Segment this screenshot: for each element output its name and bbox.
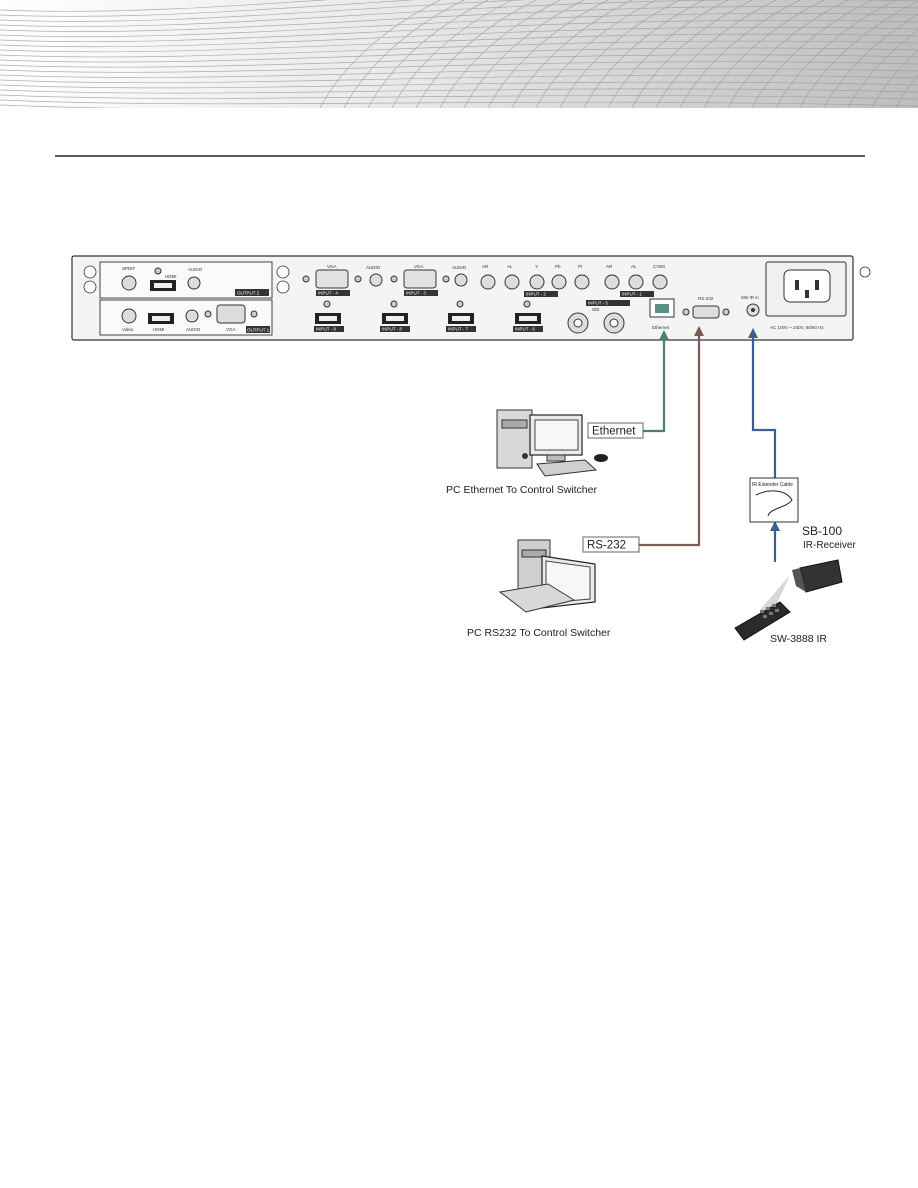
remote-label: SW-3888 IR (770, 633, 827, 645)
header-wave-graphic (0, 0, 918, 108)
input-3-label: INPUT - 3 (406, 291, 426, 296)
ir-receiver-device (760, 559, 843, 614)
ethernet-cable (643, 334, 666, 433)
audio-input-4-label: AUDIO (366, 265, 381, 270)
vga-label: VGA (226, 327, 236, 332)
y-label: Y (535, 264, 538, 269)
connection-diagram: SPDIF HDMI AUDIO OUTPUT 2 Video HDMI AUD… (71, 255, 871, 645)
ethernet-callout: Ethernet (592, 426, 636, 438)
rear-panel: SPDIF HDMI AUDIO OUTPUT 2 Video HDMI AUD… (71, 255, 871, 341)
hdmi-label: HDMI (165, 274, 177, 279)
audio-label: AUDIO (188, 267, 203, 272)
rs232-cable (639, 330, 701, 547)
sb100-label: SB-100 (802, 524, 842, 538)
pr-label: Pr (578, 264, 583, 269)
ir-remote-device (734, 601, 791, 641)
ir-cable-label: IR Extender Cable (752, 482, 793, 488)
pc-ethernet-caption: PC Ethernet To Control Switcher (446, 484, 597, 496)
pc-ethernet-illustration (496, 409, 608, 477)
video-label: Video (122, 327, 134, 332)
ar-label: AR (482, 264, 489, 269)
audio-input-3-label: AUDIO (452, 265, 467, 270)
vga-input-4-label: VGA (327, 264, 337, 269)
input-2-label: INPUT - 2 (526, 292, 546, 297)
sdi-label: SDI (592, 307, 600, 312)
output-1-label: OUTPUT 1 (247, 328, 270, 333)
rs232-callout: RS-232 (587, 540, 626, 552)
pb-label: Pb (555, 264, 561, 269)
power-label: AC 100V ~ 240V, 50/60 Hz (770, 325, 824, 330)
input-9-label: INPUT - 9 (316, 327, 336, 332)
audio-label-2: AUDIO (186, 327, 201, 332)
hdmi-inputs: INPUT - 9 INPUT - 8 INPUT - 7 INPUT - 6 (314, 300, 543, 332)
ethernet-port-label: Ethernet (652, 325, 670, 330)
ar-label-2: AR (606, 264, 613, 269)
output-2-label: OUTPUT 2 (237, 291, 260, 296)
input-1-label: INPUT - 1 (622, 292, 642, 297)
ir-extender-cable-line (751, 332, 777, 478)
sw-ir-in-label: SW IR in (741, 295, 759, 300)
hdmi-label-2: HDMI (153, 327, 165, 332)
ir-extender-cable-box: IR Extender Cable (749, 477, 799, 523)
input-4-label: INPUT - 4 (318, 291, 338, 296)
input-7-label: INPUT - 7 (448, 327, 468, 332)
al-label: AL (507, 264, 513, 269)
ir-receiver-label: IR-Receiver (803, 540, 856, 551)
cvbs-label: CVBS (653, 264, 665, 269)
pc-rs232-illustration (498, 539, 596, 613)
header-divider (55, 155, 865, 157)
spdif-label: SPDIF (122, 266, 136, 271)
input-6-label: INPUT - 6 (515, 327, 535, 332)
al-label-2: AL (631, 264, 637, 269)
pc-rs232-caption: PC RS232 To Control Switcher (467, 627, 611, 639)
vga-input-3-label: VGA (414, 264, 424, 269)
input-5-label: INPUT - 5 (588, 301, 608, 306)
input-8-label: INPUT - 8 (382, 327, 402, 332)
rs232-port-label: RS-232 (698, 296, 714, 301)
